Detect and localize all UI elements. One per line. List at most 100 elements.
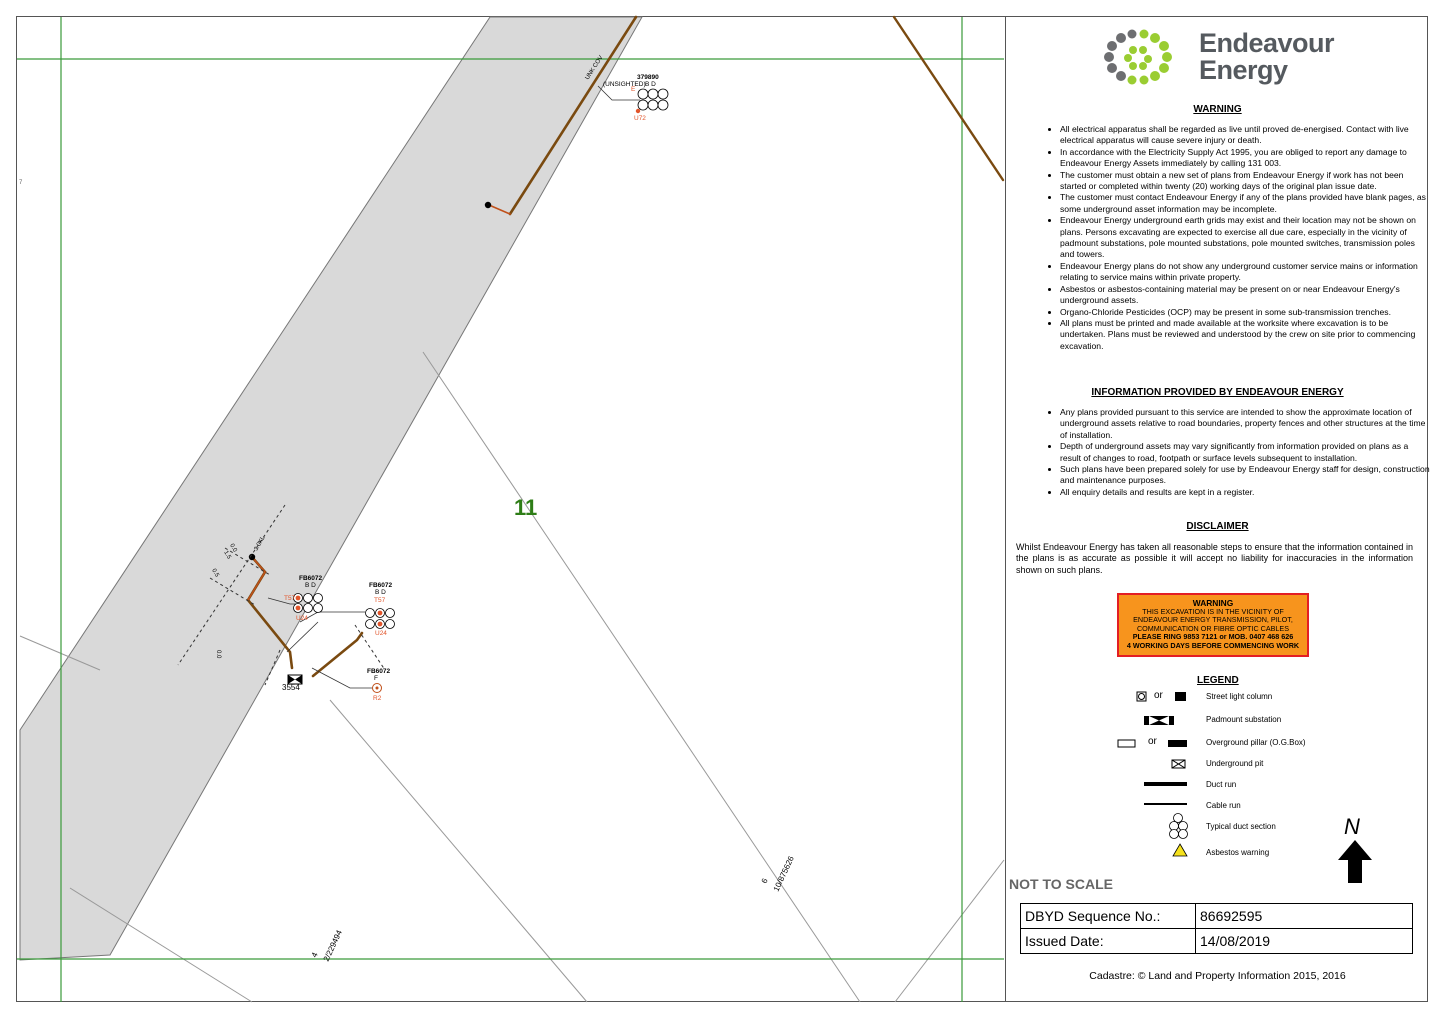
padmount-substation-icon bbox=[287, 674, 303, 685]
warnbox-line: COMMUNICATION OR FIBRE OPTIC CABLES bbox=[1136, 623, 1289, 633]
label-dp: 2/229494 bbox=[322, 928, 344, 963]
asset-marker bbox=[377, 621, 383, 627]
warnbox-line: ENDEAVOUR ENERGY TRANSMISSION, PILOT, bbox=[1133, 615, 1293, 625]
legend-cable: Cable run bbox=[1206, 801, 1241, 810]
edge-mark: 7 bbox=[19, 180, 23, 186]
legend-symbols bbox=[1117, 691, 1188, 857]
warning-item: Endeavour Energy underground earth grids… bbox=[1060, 215, 1430, 261]
duct-section-fb1 bbox=[293, 593, 323, 613]
warning-item: The customer must obtain a new set of pl… bbox=[1060, 170, 1430, 193]
duct-section-icon bbox=[1169, 813, 1188, 839]
info-item: Any plans provided pursuant to this serv… bbox=[1060, 407, 1430, 441]
legend-street-light: Street light column bbox=[1206, 692, 1273, 701]
label-substation: 3554 bbox=[282, 683, 300, 692]
brand-line-1: Endeavour bbox=[1199, 28, 1335, 58]
info-panel: Endeavour Energy WARNING All electrical … bbox=[1005, 16, 1430, 1002]
warning-item: The customer must contact Endeavour Ener… bbox=[1060, 192, 1430, 215]
warning-item: All electrical apparatus shall be regard… bbox=[1060, 124, 1430, 147]
label-u72: U72 bbox=[634, 115, 646, 122]
label-fb-name: FB6072 bbox=[299, 575, 323, 582]
warnbox-line: PLEASE RING 9853 7121 or MOB. 0407 468 6… bbox=[1132, 632, 1294, 642]
asset-marker bbox=[295, 605, 301, 611]
cable-warning-box: WARNING THIS EXCAVATION IS IN THE VICINI… bbox=[1117, 593, 1309, 657]
warnbox-title: WARNING bbox=[1192, 598, 1234, 608]
disclaimer-heading: DISCLAIMER bbox=[1186, 521, 1249, 532]
info-heading: INFORMATION PROVIDED BY ENDEAVOUR ENERGY bbox=[1091, 387, 1344, 398]
label-fb-u: U24 bbox=[296, 615, 308, 622]
label-fb-r: R2 bbox=[373, 695, 382, 702]
asset-marker bbox=[635, 108, 641, 114]
info-item: Such plans have been prepared solely for… bbox=[1060, 464, 1430, 487]
brand-line-2: Energy bbox=[1199, 55, 1288, 85]
label-unsighted: (UNSIGHTED) bbox=[603, 81, 646, 88]
seq-label: DBYD Sequence No.: bbox=[1020, 903, 1196, 929]
label-fb-f: F bbox=[374, 675, 378, 682]
padmount-substation-icon bbox=[1144, 716, 1174, 725]
legend-duct-section: Typical duct section bbox=[1206, 822, 1276, 831]
info-list: Any plans provided pursuant to this serv… bbox=[1044, 407, 1430, 498]
legend-padmount: Padmount substation bbox=[1206, 715, 1282, 724]
pit-marker bbox=[375, 686, 379, 690]
warning-heading: WARNING bbox=[1193, 104, 1242, 115]
north-label: N bbox=[1344, 814, 1360, 839]
warning-list: All electrical apparatus shall be regard… bbox=[1044, 124, 1430, 352]
legend-or: or bbox=[1148, 736, 1157, 747]
label-fb-t: T57 bbox=[374, 597, 386, 604]
leader-lines bbox=[267, 85, 640, 689]
warnbox-line: THIS EXCAVATION IS IN THE VICINITY OF bbox=[1142, 607, 1284, 616]
joint-markers bbox=[248, 201, 492, 561]
warning-item: In accordance with the Electricity Suppl… bbox=[1060, 147, 1430, 170]
map-grid bbox=[17, 17, 1004, 1002]
legend-heading: LEGEND bbox=[1197, 675, 1239, 686]
label-depth: 1.5 bbox=[222, 550, 232, 561]
street-light-icon bbox=[1136, 691, 1186, 702]
cable-run bbox=[246, 15, 1005, 678]
label-pole: 379890 bbox=[637, 74, 659, 81]
label-bd: B D bbox=[645, 81, 656, 88]
label-lot: 4 bbox=[310, 951, 320, 959]
north-arrow-icon bbox=[1338, 840, 1372, 883]
plan-sheet bbox=[16, 16, 1428, 1002]
label-lot: 6 bbox=[760, 877, 770, 885]
warning-item: All plans must be printed and made avail… bbox=[1060, 318, 1430, 352]
label-depth: 0.5 bbox=[210, 568, 220, 579]
info-item: Depth of underground assets may vary sig… bbox=[1060, 441, 1430, 464]
disclaimer-text: Whilst Endeavour Energy has taken all re… bbox=[1016, 542, 1413, 575]
warning-item: Organo-Chloride Pesticides (OCP) may be … bbox=[1060, 307, 1430, 318]
asset-marker bbox=[377, 610, 383, 616]
not-to-scale: NOT TO SCALE bbox=[1009, 876, 1113, 892]
road-reserve bbox=[19, 16, 643, 961]
table-row: Issued Date: 14/08/2019 bbox=[1020, 928, 1413, 954]
duct-section-top bbox=[637, 88, 669, 111]
asset-marker bbox=[295, 595, 301, 601]
dbyd-info-table: DBYD Sequence No.: 86692595 Issued Date:… bbox=[1020, 903, 1413, 954]
table-row: DBYD Sequence No.: 86692595 bbox=[1020, 903, 1413, 929]
seq-value: 86692595 bbox=[1195, 903, 1413, 929]
label-fb-name: FB6072 bbox=[369, 582, 393, 589]
date-label: Issued Date: bbox=[1020, 928, 1196, 954]
warning-item: Endeavour Energy plans do not show any u… bbox=[1060, 261, 1430, 284]
cadastre-boundaries bbox=[19, 351, 1005, 1003]
label-dp: 10/875626 bbox=[772, 854, 796, 893]
pillar-icon bbox=[1117, 739, 1187, 748]
asbestos-warning-icon bbox=[1172, 843, 1188, 857]
depth-markers bbox=[177, 504, 386, 686]
warnbox-line: 4 WORKING DAYS BEFORE COMMENCING WORK bbox=[1126, 640, 1300, 650]
map-canvas: 11 UNK COV (UNSIGHTED) 379890 B D E U72 … bbox=[17, 15, 1005, 1003]
cadastre-credit: Cadastre: © Land and Property Informatio… bbox=[1089, 970, 1346, 982]
label-fb-u: U24 bbox=[375, 630, 387, 637]
lot-number: 11 bbox=[514, 495, 537, 520]
label-fb-name: FB6072 bbox=[367, 668, 391, 675]
date-value: 14/08/2019 bbox=[1195, 928, 1413, 954]
brand-name: Endeavour Energy bbox=[1199, 28, 1335, 85]
legend-pillar: Overground pillar (O.G.Box) bbox=[1206, 738, 1306, 747]
label-e: E bbox=[631, 86, 636, 93]
label-fb-t: T57 bbox=[284, 595, 296, 602]
label-depth: 0.0 bbox=[215, 650, 221, 659]
legend-duct: Duct run bbox=[1206, 780, 1237, 789]
warning-item: Asbestos or asbestos-containing material… bbox=[1060, 284, 1430, 307]
endeavour-logo bbox=[1104, 29, 1172, 85]
legend-pit: Underground pit bbox=[1206, 759, 1264, 768]
label-depth: 0.0 bbox=[228, 543, 238, 554]
label-fb-bd: B D bbox=[375, 589, 386, 596]
